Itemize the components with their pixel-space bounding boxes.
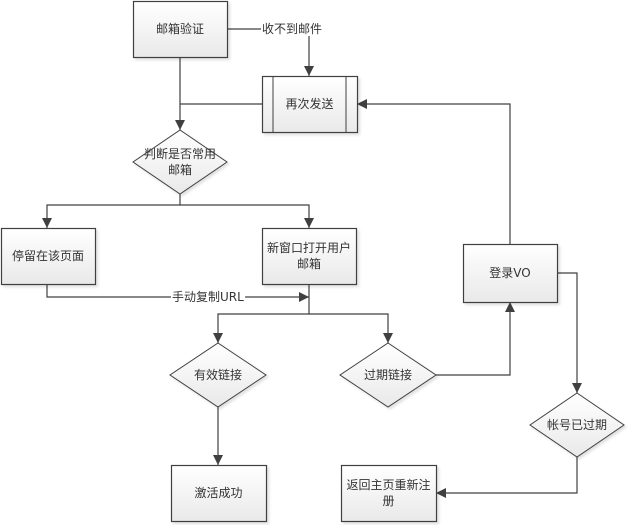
connector-line bbox=[436, 457, 578, 494]
node-label: 帐号已过期 bbox=[547, 417, 607, 432]
node-email-verify[interactable]: 邮箱验证 bbox=[132, 0, 229, 59]
connector-line bbox=[180, 204, 310, 228]
node-label: 过期链接 bbox=[364, 367, 412, 382]
edge-email_verify-to-is_common_mail bbox=[175, 57, 185, 130]
connector-line bbox=[46, 194, 181, 228]
arrowhead-icon bbox=[383, 333, 393, 343]
arrowhead-icon bbox=[213, 455, 223, 465]
node-label: 判断是否常用 bbox=[144, 146, 216, 161]
connector-line bbox=[557, 272, 578, 393]
arrowhead-icon bbox=[299, 292, 309, 302]
arrowhead-icon bbox=[357, 99, 367, 109]
edge-label-background bbox=[171, 290, 246, 304]
process-box bbox=[0, 227, 97, 286]
edge-is_common_mail-to-open_mailbox bbox=[180, 204, 314, 228]
edge-expired_link-to-login_vo bbox=[436, 302, 515, 376]
process-box bbox=[462, 243, 559, 304]
process-box bbox=[170, 464, 268, 523]
arrowhead-icon bbox=[304, 66, 314, 76]
process-box bbox=[132, 0, 229, 59]
arrowhead-icon bbox=[175, 120, 185, 130]
node-activate-success[interactable]: 激活成功 bbox=[170, 464, 268, 523]
arrowhead-icon bbox=[42, 218, 52, 228]
node-label: 册 bbox=[382, 494, 394, 508]
decision-diamond bbox=[339, 342, 437, 408]
node-label: 返回主页重新注 bbox=[346, 477, 430, 492]
node-account-expired[interactable]: 帐号已过期 bbox=[529, 392, 625, 458]
edge-login_vo-to-account_expired bbox=[557, 272, 582, 393]
connector-line bbox=[309, 313, 389, 343]
edge-label: 手动复制URL bbox=[172, 290, 244, 304]
arrowhead-icon bbox=[505, 302, 515, 312]
arrowhead-icon bbox=[572, 383, 582, 393]
edge-open_mailbox-to-valid_link bbox=[213, 284, 310, 343]
subprocess-box bbox=[261, 75, 359, 134]
node-label: 邮箱 bbox=[297, 256, 321, 271]
node-expired-link[interactable]: 过期链接 bbox=[339, 342, 437, 408]
decision-diamond bbox=[169, 342, 267, 408]
edge-label-background bbox=[261, 22, 324, 36]
edge-account_expired-to-return_home_register bbox=[436, 457, 578, 498]
node-label: 邮箱验证 bbox=[156, 21, 204, 36]
edge-email_verify-to-resend bbox=[227, 28, 314, 76]
arrowhead-icon bbox=[304, 218, 314, 228]
node-resend[interactable]: 再次发送 bbox=[261, 75, 359, 134]
node-label: 新窗口打开用户 bbox=[267, 240, 351, 255]
edge-login_vo-to-resend bbox=[357, 99, 511, 244]
edges-layer bbox=[42, 28, 582, 498]
node-login-vo[interactable]: 登录VO bbox=[462, 243, 559, 304]
node-valid-link[interactable]: 有效链接 bbox=[169, 342, 267, 408]
node-label: 激活成功 bbox=[194, 486, 242, 500]
connector-line bbox=[227, 28, 310, 76]
node-label: 有效链接 bbox=[194, 367, 242, 382]
arrowhead-icon bbox=[436, 488, 446, 498]
edge-open_mailbox-to-expired_link bbox=[309, 313, 393, 343]
connector-line bbox=[357, 103, 511, 244]
node-label: 停留在该页面 bbox=[12, 248, 84, 263]
connector-line bbox=[217, 284, 310, 343]
connector-line bbox=[436, 302, 511, 376]
node-label: 再次发送 bbox=[285, 96, 333, 111]
decision-diamond bbox=[529, 392, 625, 458]
edge-label: 收不到邮件 bbox=[262, 22, 322, 36]
edge-valid_link-to-activate_success bbox=[213, 407, 223, 465]
process-box bbox=[340, 464, 438, 523]
node-label: 邮箱 bbox=[168, 162, 192, 177]
edge-is_common_mail-to-stay_page bbox=[42, 194, 181, 228]
arrowhead-icon bbox=[213, 333, 223, 343]
node-label: 登录VO bbox=[489, 265, 530, 280]
decision-diamond bbox=[132, 129, 228, 195]
node-stay-page[interactable]: 停留在该页面 bbox=[0, 227, 97, 286]
process-box bbox=[261, 227, 358, 286]
